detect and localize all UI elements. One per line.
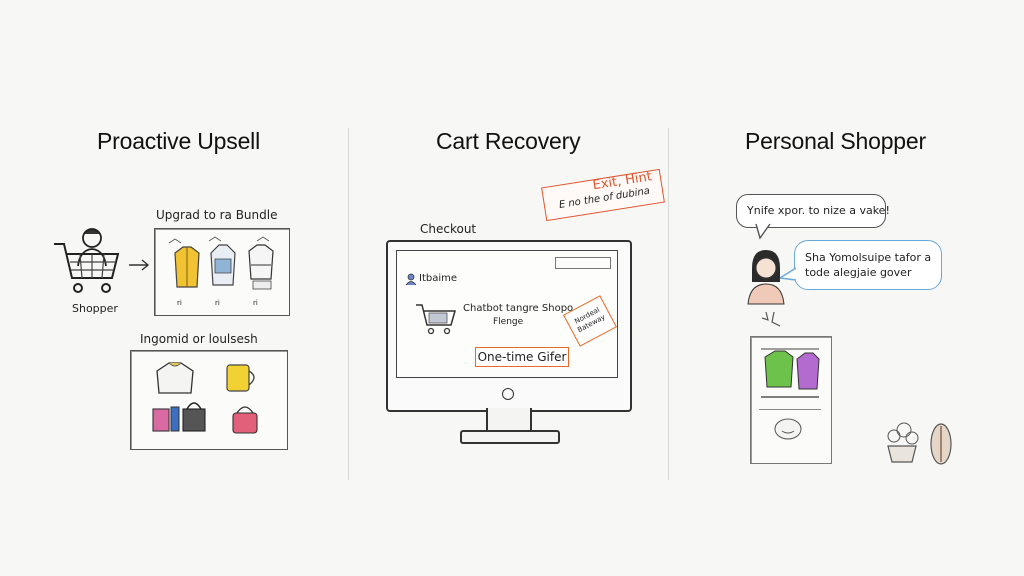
decor-icon [930,423,952,465]
monitor-base [460,430,560,444]
one-time-offer-button[interactable]: One-time Gifer [475,347,569,367]
panel-title-personal-shopper: Personal Shopper [745,128,926,154]
chatbot-message-line2: Flenge [493,317,524,327]
monitor-stand [486,408,532,432]
chat-bubble-shopper-text: Ynife xpor. to nize a vake! [747,204,890,217]
chat-bubble-assistant: Sha Yomolsuipe tafor a tode alegjaie gov… [794,240,942,290]
smile-icon [774,418,802,440]
shelf-divider [759,409,821,410]
exit-hint-note: Exit, Hint E no the of dubina [541,168,665,222]
browser-brand: Itbaime [419,273,458,284]
bundle-products-illustration [168,236,274,290]
one-time-offer-label: One-time Gifer [477,350,567,364]
clothing-rack-illustration [761,348,820,398]
cart-icon [416,304,456,335]
shopper-label: Shopper [72,302,118,315]
personal-shopper-avatar [747,250,785,305]
checkout-label: Checkout [420,222,477,236]
user-icon [405,273,417,286]
recommended-products-illustration [152,362,258,434]
recommendations-label: Ingomid or loulsesh [140,332,258,346]
power-button[interactable] [502,388,514,400]
product-display-card[interactable] [750,336,832,464]
bundle-item-label: ri [215,299,220,307]
plant-icon [887,422,919,463]
shopper-cart-icon [54,228,120,293]
panel-title-cart-recovery: Cart Recovery [436,128,581,154]
chat-bubble-shopper: Ynife xpor. to nize a vake! [736,194,890,228]
sparkle-icon [761,311,781,327]
browser-controls [555,257,611,269]
bubble-tail-icon [755,223,771,240]
chat-bubble-assistant-line1: Sha Yomolsuipe tafor a [805,251,932,264]
divider-left [348,128,349,480]
browser-window: Itbaime Chatbot tangre Shopo Flenge One-… [396,250,618,378]
chatbot-message-line1: Chatbot tangre Shopo [463,303,574,314]
bundle-item-label: ri [177,299,182,307]
chat-bubble-assistant-line2: tode alegjaie gover [805,266,912,279]
bundle-item-label: ri [253,299,258,307]
bundle-label: Upgrad to ra Bundle [156,208,278,222]
panel-title-proactive-upsell: Proactive Upsell [97,128,260,154]
monitor: Itbaime Chatbot tangre Shopo Flenge One-… [386,240,632,412]
recommendations-card[interactable] [130,350,288,450]
divider-right [668,128,669,480]
bundle-card[interactable]: ri ri ri [154,228,290,316]
arrow-icon [129,259,150,271]
